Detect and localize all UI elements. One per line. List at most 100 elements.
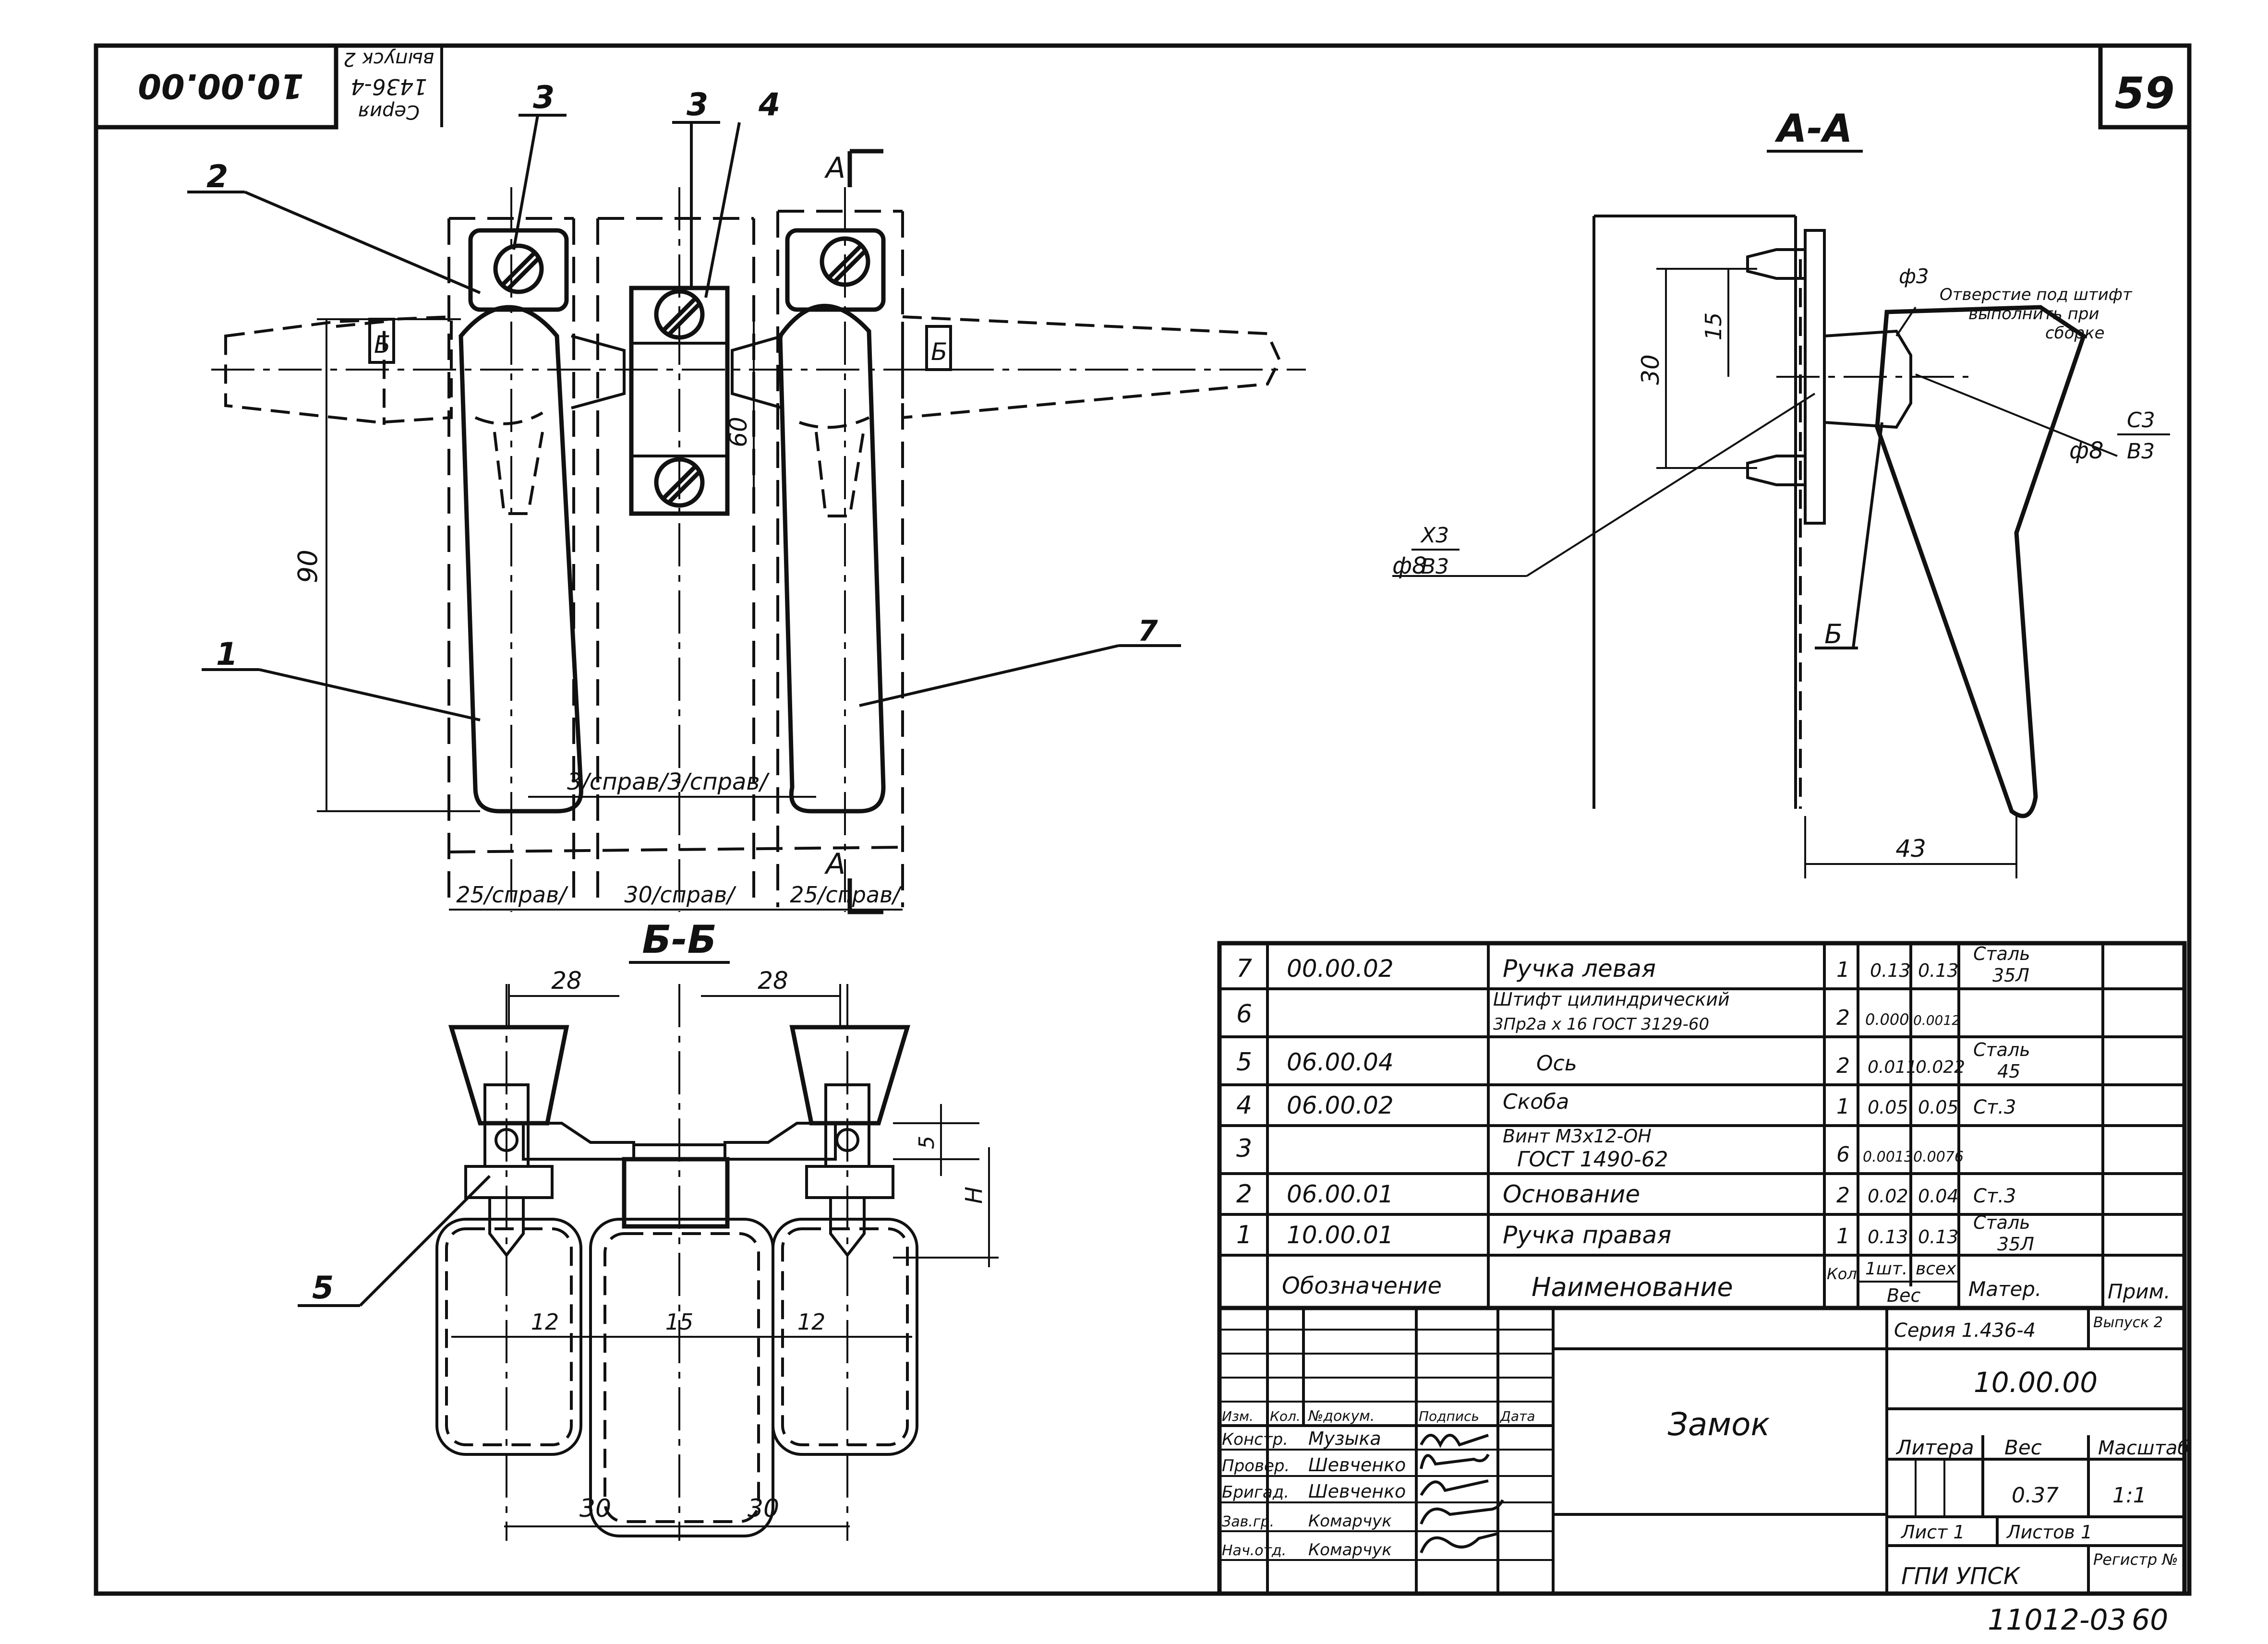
callout-3a: 3 [533, 80, 555, 116]
bom-w2: 0.022 [1916, 1057, 1965, 1077]
aa-dim-15: 15 [1701, 312, 1726, 341]
bom-qty: 1 [1836, 958, 1850, 982]
bom-code: 06.00.02 [1287, 1092, 1394, 1119]
bottom-code: 11012-03 [1988, 1603, 2126, 1637]
bb-dim-15: 15 [665, 1309, 694, 1335]
bom-qty: 2 [1836, 1183, 1850, 1208]
tb-role: Провер. [1222, 1456, 1290, 1476]
aa-fit2-bot: В3 [1421, 554, 1449, 579]
bom-code: 06.00.04 [1287, 1048, 1394, 1076]
corner-series-2: 1436-4 [350, 74, 427, 99]
signature-icon [1420, 1499, 1504, 1525]
aa-fit-top: С3 [2127, 408, 2155, 432]
bom-mat2: 35Л [1997, 1234, 2034, 1255]
signature-icon [1420, 1532, 1498, 1554]
sheet-frame: 59 10.00.00 Серия 1436-4 выпуск 2 [94, 43, 2192, 1596]
bom-row: 5 06.00.04 Ось 2 0.011 0.022 Сталь 45 [1236, 1039, 2030, 1082]
tb-role: Бригад. [1222, 1483, 1289, 1502]
bom-w1: 0.000 [1865, 1010, 1909, 1029]
tb-sheets: Листов 1 [2006, 1522, 2092, 1543]
bom-pos: 2 [1236, 1180, 1252, 1209]
bom-name: Штифт цилиндрический [1493, 989, 1730, 1010]
aa-fit-diam: ф8 [2069, 437, 2104, 464]
tb-role: Констр. [1222, 1430, 1288, 1449]
aa-note-1: Отверстие под штифт [1940, 285, 2133, 304]
tb-mass-val: 0.37 [2012, 1483, 2059, 1508]
bb-dim-28-right: 28 [758, 967, 788, 995]
tb-hdr-date: Дата [1499, 1408, 1535, 1424]
bom-header-note: Прим. [2108, 1280, 2171, 1303]
bb-dim-12-right: 12 [797, 1309, 826, 1335]
bom-pos: 3 [1236, 1134, 1252, 1163]
bom-w2: 0.13 [1918, 960, 1959, 981]
bom-w1: 0.05 [1868, 1097, 1908, 1118]
bom-row: 4 06.00.02 Скоба 1 0.05 0.05 Ст.3 [1236, 1090, 2016, 1120]
tb-mass: Вес [2004, 1436, 2042, 1459]
bom-mat: Ст.3 [1973, 1185, 2016, 1207]
tb-sheet: Лист 1 [1900, 1522, 1965, 1543]
tb-drawing-code: 10.00.00 [1974, 1366, 2098, 1399]
signature-icon [1420, 1479, 1489, 1496]
tb-scale-val: 1:1 [2112, 1483, 2147, 1508]
bom-qty: 6 [1836, 1142, 1850, 1167]
tb-person: Музыка [1308, 1428, 1381, 1449]
bom-qty: 2 [1836, 1006, 1850, 1030]
dim-25-left: 25/справ/ [456, 882, 568, 908]
aa-dim-43: 43 [1895, 835, 1926, 863]
bom-w1: 0.02 [1868, 1186, 1908, 1207]
bom-pos: 6 [1236, 1000, 1252, 1029]
bom-mat: Сталь [1973, 1212, 2030, 1233]
bom-header-name: Наименование [1532, 1272, 1733, 1302]
bom-header-weight: Вес [1887, 1285, 1920, 1306]
dim-30: 30/справ/ [624, 882, 736, 908]
bom-row: 6 Штифт цилиндрический 3Пр2а х 16 ГОСТ 3… [1236, 989, 1960, 1034]
signature-icon [1420, 1453, 1490, 1469]
bom-mat: Сталь [1973, 943, 2030, 964]
bom-code: 10.00.01 [1287, 1221, 1394, 1249]
aa-note-2: выполнить при [1968, 304, 2099, 324]
callout-5: 5 [312, 1270, 334, 1306]
callout-2: 2 [206, 159, 228, 195]
bom-name: Ручка правая [1503, 1221, 1671, 1249]
bom-row: 1 10.00.01 Ручка правая 1 0.13 0.13 Стал… [1236, 1212, 2034, 1255]
callout-1: 1 [216, 636, 238, 672]
tb-person: Шевченко [1308, 1454, 1406, 1476]
bom-w2: 0.05 [1918, 1097, 1959, 1118]
bom-w2: 0.13 [1918, 1226, 1959, 1248]
bom-name2: ГОСТ 1490-62 [1517, 1147, 1668, 1172]
cut-a-bottom: А [824, 847, 845, 881]
bom-pos: 5 [1236, 1048, 1252, 1077]
tb-issue: Выпуск 2 [2093, 1314, 2163, 1331]
bottom-page: 60 [2132, 1603, 2168, 1637]
bom-row: 3 Винт М3х12-ОН ГОСТ 1490-62 6 0.0013 0.… [1236, 1126, 1964, 1172]
title-block: Серия 1.436-4 Выпуск 2 10.00.00 Замок Ли… [1217, 1306, 2189, 1596]
tb-hdr-izm: Изм. [1222, 1408, 1254, 1424]
bom-name: Ось [1536, 1051, 1577, 1076]
callout-4: 4 [758, 87, 780, 123]
cut-b-right: Б [931, 338, 947, 366]
tb-series: Серия 1.436-4 [1894, 1320, 2036, 1342]
callout-7: 7 [1138, 614, 1158, 648]
cut-a-top: А [824, 151, 845, 185]
bom-mat2: 35Л [1992, 965, 2029, 986]
tb-registr: Регистр № [2093, 1550, 2178, 1569]
aa-fit2-top: Х3 [1420, 523, 1449, 548]
dim-3: 3/справ/3/справ/ [567, 768, 770, 795]
bom-w2: 0.04 [1918, 1186, 1959, 1207]
tb-person: Комарчук [1308, 1540, 1392, 1560]
aa-dim-30: 30 [1637, 354, 1665, 385]
tb-scale: Масштаб [2098, 1437, 2189, 1459]
bom-pos: 1 [1236, 1221, 1252, 1249]
bom-w2: 0.0076 [1913, 1149, 1964, 1165]
bom-header-w1: 1шт. [1865, 1259, 1907, 1279]
tb-person: Комарчук [1308, 1512, 1392, 1531]
section-bb-label: Б-Б [642, 917, 716, 962]
tb-role: Нач.отд. [1222, 1542, 1286, 1559]
bom-header-code: Обозначение [1282, 1272, 1442, 1299]
aa-cut-b: Б [1824, 619, 1843, 649]
callout-3b: 3 [687, 87, 708, 123]
bom-name: Скоба [1503, 1090, 1569, 1114]
bom-mat: Ст.3 [1973, 1096, 2016, 1118]
bb-dim-28-left: 28 [551, 967, 582, 995]
